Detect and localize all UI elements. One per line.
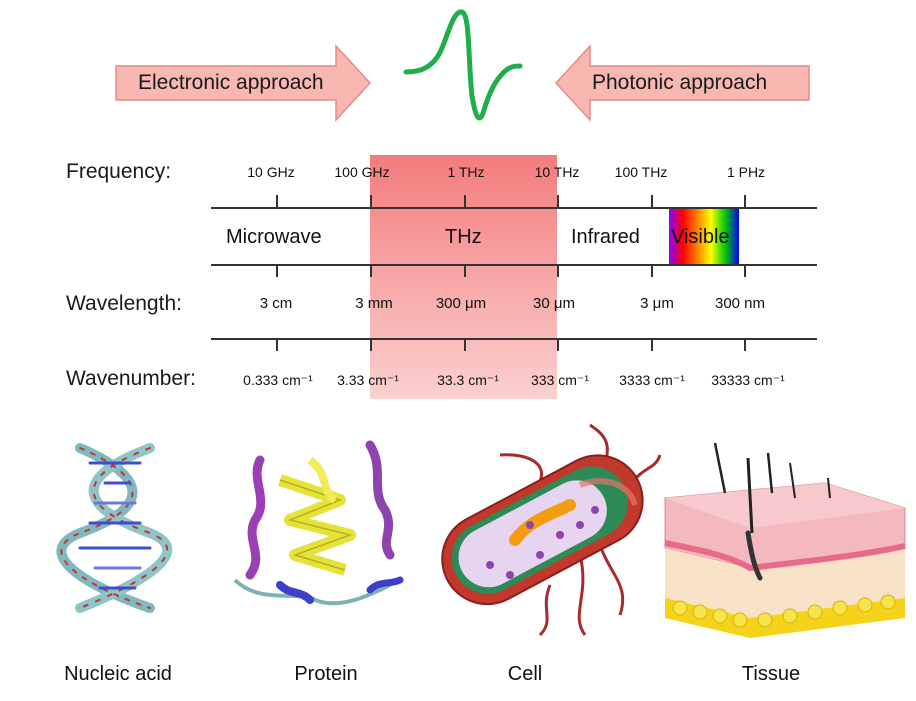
- protein-caption: Protein: [294, 663, 358, 685]
- frequency-tick: [557, 195, 559, 207]
- wavenumber-tick: [557, 339, 559, 351]
- wavelength-tick: [464, 265, 466, 277]
- wavenumber-tick: [651, 339, 653, 351]
- electronic-approach-arrow: [115, 9, 810, 122]
- wavelength-tick: [557, 265, 559, 277]
- nucleic-acid-illustration: [56, 443, 172, 613]
- protein-illustration: [233, 440, 404, 606]
- wavelength-tick-label: 3 μm: [640, 295, 674, 312]
- frequency-tick-label: 1 THz: [447, 164, 485, 180]
- frequency-tick-label: 10 GHz: [247, 164, 295, 180]
- wavenumber-tick-label: 3.33 cm⁻¹: [337, 372, 399, 388]
- frequency-tick: [276, 195, 278, 207]
- wavenumber-tick-label: 3333 cm⁻¹: [619, 372, 685, 388]
- cell-caption: Cell: [507, 663, 543, 685]
- spectrum-top-line: [211, 207, 817, 209]
- wavelength-tick-label: 300 nm: [714, 295, 766, 312]
- thz-band-highlight: [370, 155, 557, 399]
- thz-band-label: THz: [445, 226, 482, 248]
- wavelength-tick: [276, 265, 278, 277]
- wavelength-bottom-line: [211, 338, 817, 340]
- wavelength-tick: [744, 265, 746, 277]
- frequency-tick-label: 100 GHz: [334, 164, 390, 180]
- visible-spectrum-block: [669, 208, 739, 264]
- infrared-band-label: Infrared: [571, 226, 640, 248]
- wavelength-tick-label: 3 cm: [259, 295, 293, 312]
- frequency-row-label: Frequency:: [66, 160, 172, 183]
- frequency-tick: [651, 195, 653, 207]
- frequency-tick: [464, 195, 466, 207]
- frequency-tick-label: 10 THz: [534, 164, 580, 180]
- visible-band-label: Visible: [671, 226, 730, 248]
- microwave-band-label: Microwave: [226, 226, 322, 248]
- wavenumber-tick-label: 33333 cm⁻¹: [711, 372, 785, 388]
- frequency-tick: [744, 195, 746, 207]
- terahertz-pulse-icon: [403, 9, 523, 121]
- wavenumber-tick: [464, 339, 466, 351]
- frequency-tick-label: 1 PHz: [726, 164, 766, 180]
- frequency-tick: [370, 195, 372, 207]
- cell-illustration: [441, 423, 662, 637]
- wavelength-tick: [651, 265, 653, 277]
- photonic-approach-label: Photonic approach: [592, 71, 768, 94]
- wavenumber-tick: [370, 339, 372, 351]
- nucleic-acid-caption: Nucleic acid: [64, 663, 172, 685]
- wavelength-tick-label: 3 mm: [355, 295, 393, 312]
- wavelength-tick: [370, 265, 372, 277]
- wavenumber-tick-label: 0.333 cm⁻¹: [243, 372, 313, 388]
- wavenumber-row-label: Wavenumber:: [66, 367, 196, 390]
- tissue-illustration: [664, 442, 906, 638]
- frequency-tick-label: 100 THz: [614, 164, 668, 180]
- wavelength-tick-label: 30 μm: [533, 295, 575, 312]
- electronic-approach-label: Electronic approach: [138, 71, 324, 94]
- wavenumber-tick: [276, 339, 278, 351]
- wavenumber-tick: [744, 339, 746, 351]
- wavelength-row-label: Wavelength:: [66, 292, 182, 315]
- wavelength-tick-label: 300 μm: [435, 295, 487, 312]
- tissue-caption: Tissue: [741, 663, 801, 685]
- wavenumber-tick-label: 33.3 cm⁻¹: [437, 372, 499, 388]
- spectrum-bottom-line: [211, 264, 817, 266]
- wavenumber-tick-label: 333 cm⁻¹: [531, 372, 589, 388]
